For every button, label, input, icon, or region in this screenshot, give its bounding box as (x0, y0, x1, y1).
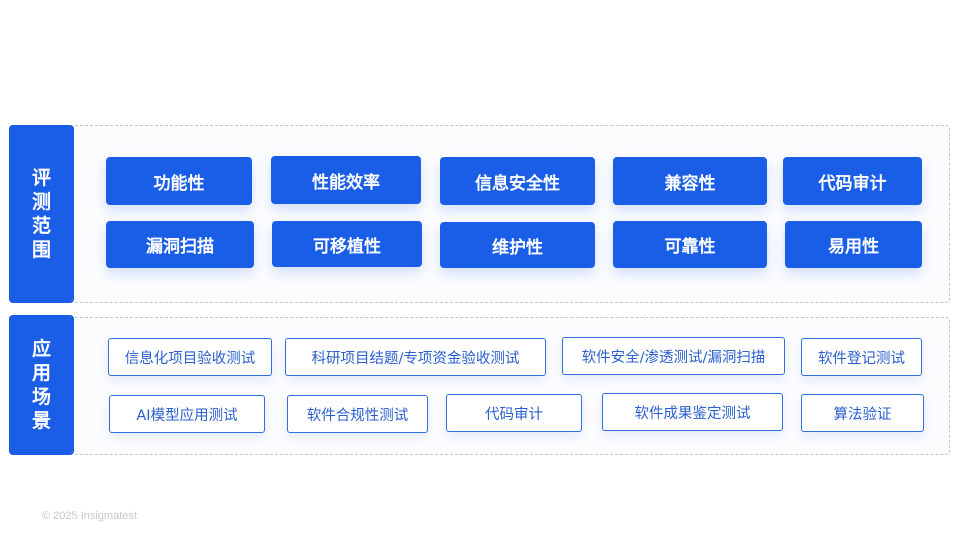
scenario-achievement-appraisal: 软件成果鉴定测试 (602, 393, 783, 431)
scope-item-vuln-scan: 漏洞扫描 (106, 221, 254, 268)
scenario-compliance-testing: 软件合规性测试 (287, 395, 428, 433)
scope-item-maintainability: 维护性 (440, 222, 595, 268)
scenario-ai-model-testing: AI模型应用测试 (109, 395, 265, 433)
scope-label-char: 范 (31, 215, 51, 237)
scenario-software-registration: 软件登记测试 (801, 338, 922, 376)
scenario-research-project-acceptance: 科研项目结题/专项资金验收测试 (285, 338, 546, 376)
scope-item-compatibility: 兼容性 (613, 157, 767, 205)
scope-item-functionality: 功能性 (106, 157, 252, 205)
scenarios-label-char: 应 (31, 338, 51, 360)
scope-item-portability: 可移植性 (272, 221, 422, 267)
scenario-code-audit: 代码审计 (446, 394, 582, 432)
copyright-footer: © 2025 Insigmatest (42, 510, 137, 522)
scenarios-section-label: 应 用 场 景 (9, 315, 74, 455)
scope-item-performance: 性能效率 (271, 156, 421, 204)
scope-label-char: 测 (31, 191, 51, 213)
scope-item-reliability: 可靠性 (613, 221, 767, 268)
scenario-security-pentest: 软件安全/渗透测试/漏洞扫描 (562, 337, 785, 375)
scenario-algorithm-verification: 算法验证 (801, 394, 924, 432)
scope-label-char: 评 (31, 167, 51, 189)
scope-item-code-audit: 代码审计 (783, 157, 922, 205)
scope-item-usability: 易用性 (785, 221, 922, 268)
scope-item-security: 信息安全性 (440, 157, 595, 205)
scenario-info-project-acceptance: 信息化项目验收测试 (108, 338, 272, 376)
scope-panel (75, 125, 950, 303)
scope-label-char: 围 (31, 239, 51, 261)
scenarios-label-char: 场 (31, 386, 51, 408)
scenarios-label-char: 用 (31, 362, 51, 384)
scenarios-label-char: 景 (31, 410, 51, 432)
scope-section-label: 评 测 范 围 (9, 125, 74, 303)
